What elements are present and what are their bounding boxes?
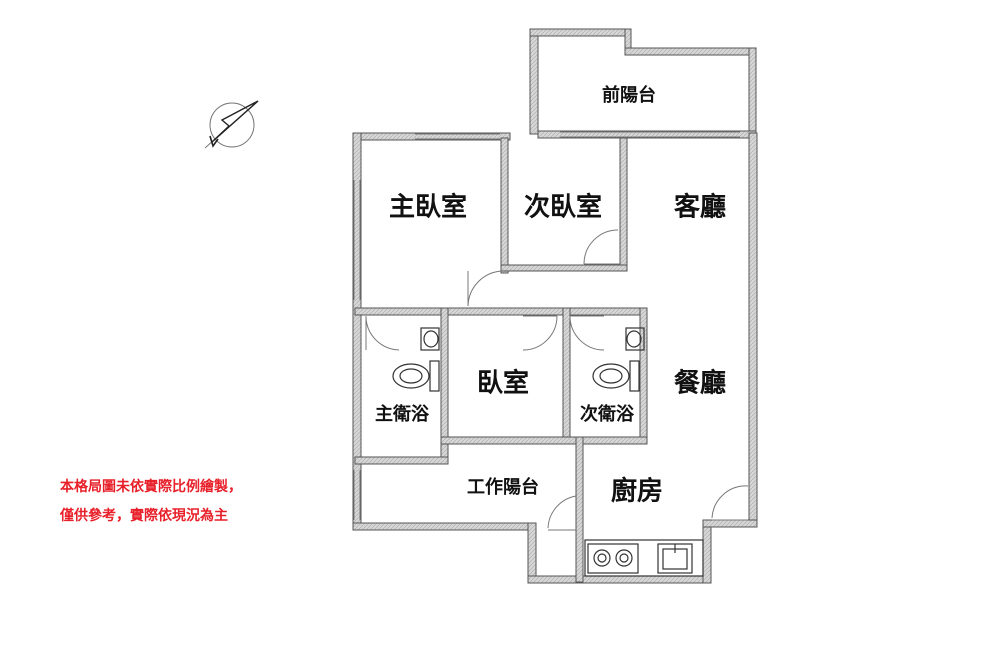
- label-bedroom: 臥室: [477, 368, 529, 399]
- label-front-balcony: 前陽台: [602, 84, 656, 106]
- label-living-room: 客廳: [674, 192, 726, 223]
- stove-icon: [587, 543, 639, 574]
- washbasin-icon: [420, 327, 645, 351]
- toilet-icon: [392, 360, 640, 392]
- disclaimer-line-1: 本格局圖未依實際比例繪製，: [60, 479, 242, 495]
- label-master-bedroom: 主臥室: [389, 192, 467, 223]
- outer-walls: [352, 28, 758, 584]
- windows: [353, 131, 740, 520]
- label-second-bath: 次衛浴: [580, 403, 635, 425]
- compass-icon: [204, 100, 259, 149]
- label-kitchen: 廚房: [611, 476, 663, 507]
- doors: [365, 229, 749, 531]
- label-second-bedroom: 次臥室: [524, 192, 602, 223]
- sink-icon: [657, 543, 693, 574]
- inner-walls: [354, 137, 648, 583]
- label-dining-room: 餐廳: [674, 368, 726, 399]
- label-master-bath: 主衛浴: [375, 403, 430, 425]
- label-work-balcony: 工作陽台: [467, 476, 539, 498]
- kitchen-counter: [584, 539, 704, 577]
- disclaimer-line-2: 僅供參考，實際依現況為主: [60, 508, 228, 524]
